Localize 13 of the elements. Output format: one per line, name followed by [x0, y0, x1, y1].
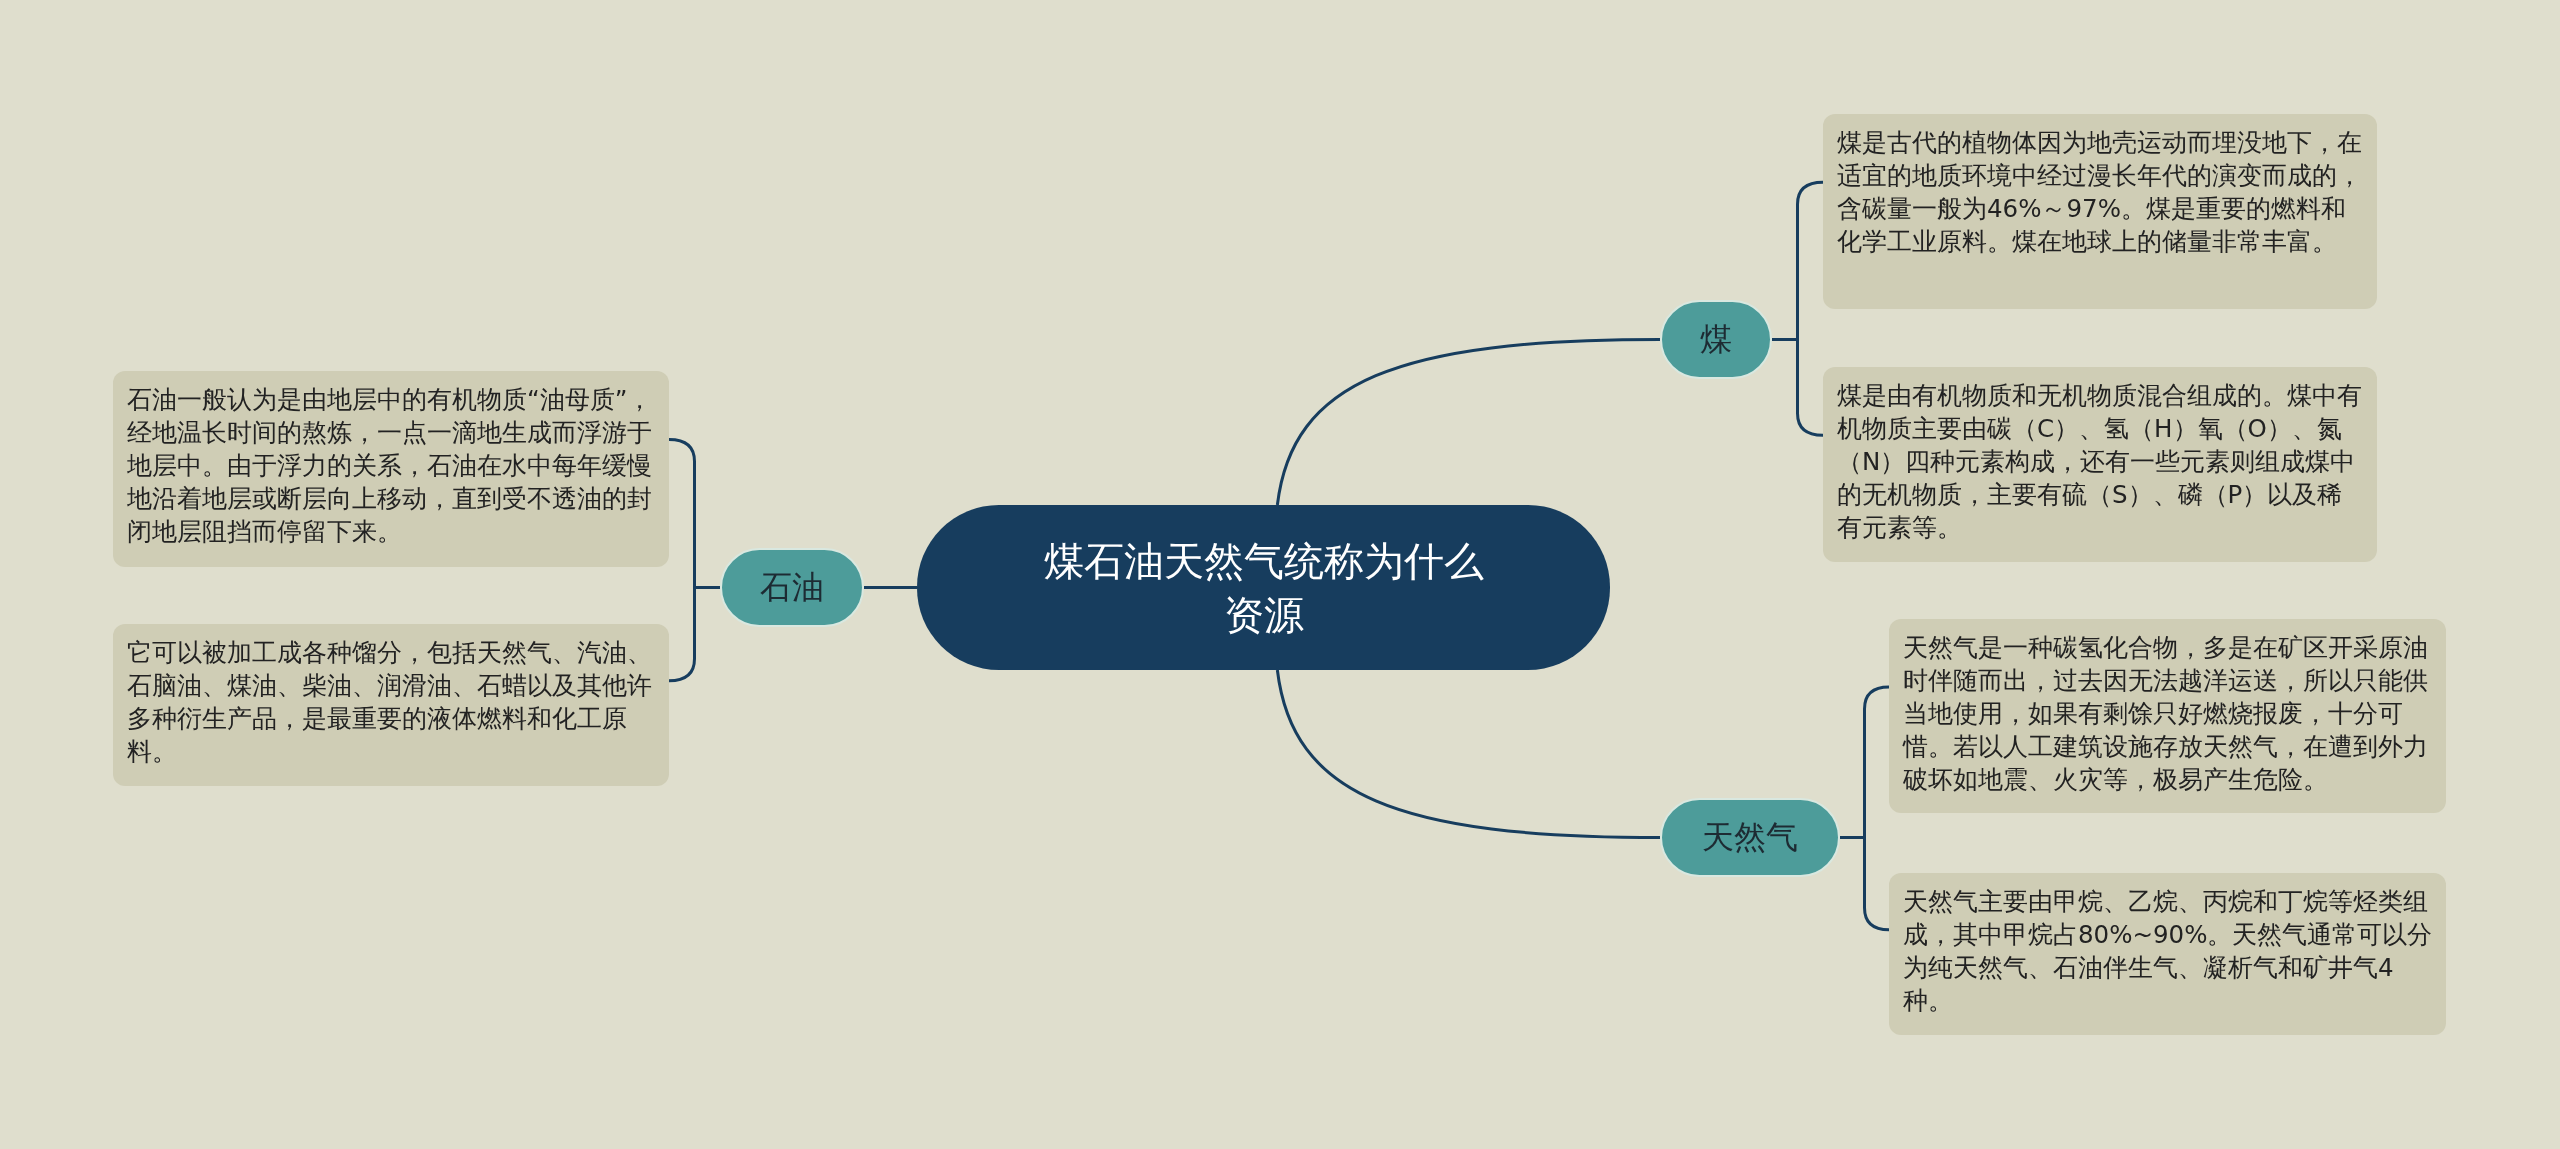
subtopic-box: 煤 [1660, 300, 1772, 379]
text-card: 它可以被加工成各种馏分，包括天然气、汽油、石脑油、煤油、柴油、润滑油、石蜡以及其他许多种衍生产品，是最重要的液体燃料和化工原料。 [113, 624, 669, 786]
text-card: 煤是由有机物质和无机物质混合组成的。煤中有机物质主要由碳（C）、氢（H）氧（O）、氮（N）四种元素构成，还有一些元素则组成煤中的无机物质，主要有硫（S）、磷（P）以及稀有元素等。 [1823, 367, 2377, 562]
text-card: 天然气主要由甲烷、乙烷、丙烷和丁烷等烃类组成，其中甲烷占80%~90%。天然气通常可以分为纯天然气、石油伴生气、凝析气和矿井气4种。 [1889, 873, 2446, 1035]
subtopic-box: 天然气 [1660, 798, 1840, 877]
text-card: 天然气是一种碳氢化合物，多是在矿区开采原油时伴随而出，过去因无法越洋运送，所以只能供当地使用，如果有剩馀只好燃烧报废，十分可惜。若以人工建筑设施存放天然气，在遭到外力破坏如地震、火灾等，极易产生危险。 [1889, 619, 2446, 813]
connector-line [1275, 338, 1661, 506]
topic-box: 煤石油天然气统称为什么资源 [917, 505, 1610, 670]
text-card: 石油一般认为是由地层中的有机物质“油母质”，经地温长时间的熬炼，一点一滴地生成而浮游于地层中。由于浮力的关系，石油在水中每年缓慢地沿着地层或断层向上移动，直到受不透油的封闭地层阻挡而停留下来。 [113, 371, 669, 567]
text-card: 煤是古代的植物体因为地壳运动而埋没地下，在适宜的地质环境中经过漫长年代的演变而成的，含碳量一般为46%～97%。煤是重要的燃料和化学工业原料。煤在地球上的储量非常丰富。 [1823, 114, 2377, 309]
connector-line [1275, 669, 1661, 839]
connector-line [864, 586, 917, 589]
subtopic-box: 石油 [720, 548, 864, 627]
